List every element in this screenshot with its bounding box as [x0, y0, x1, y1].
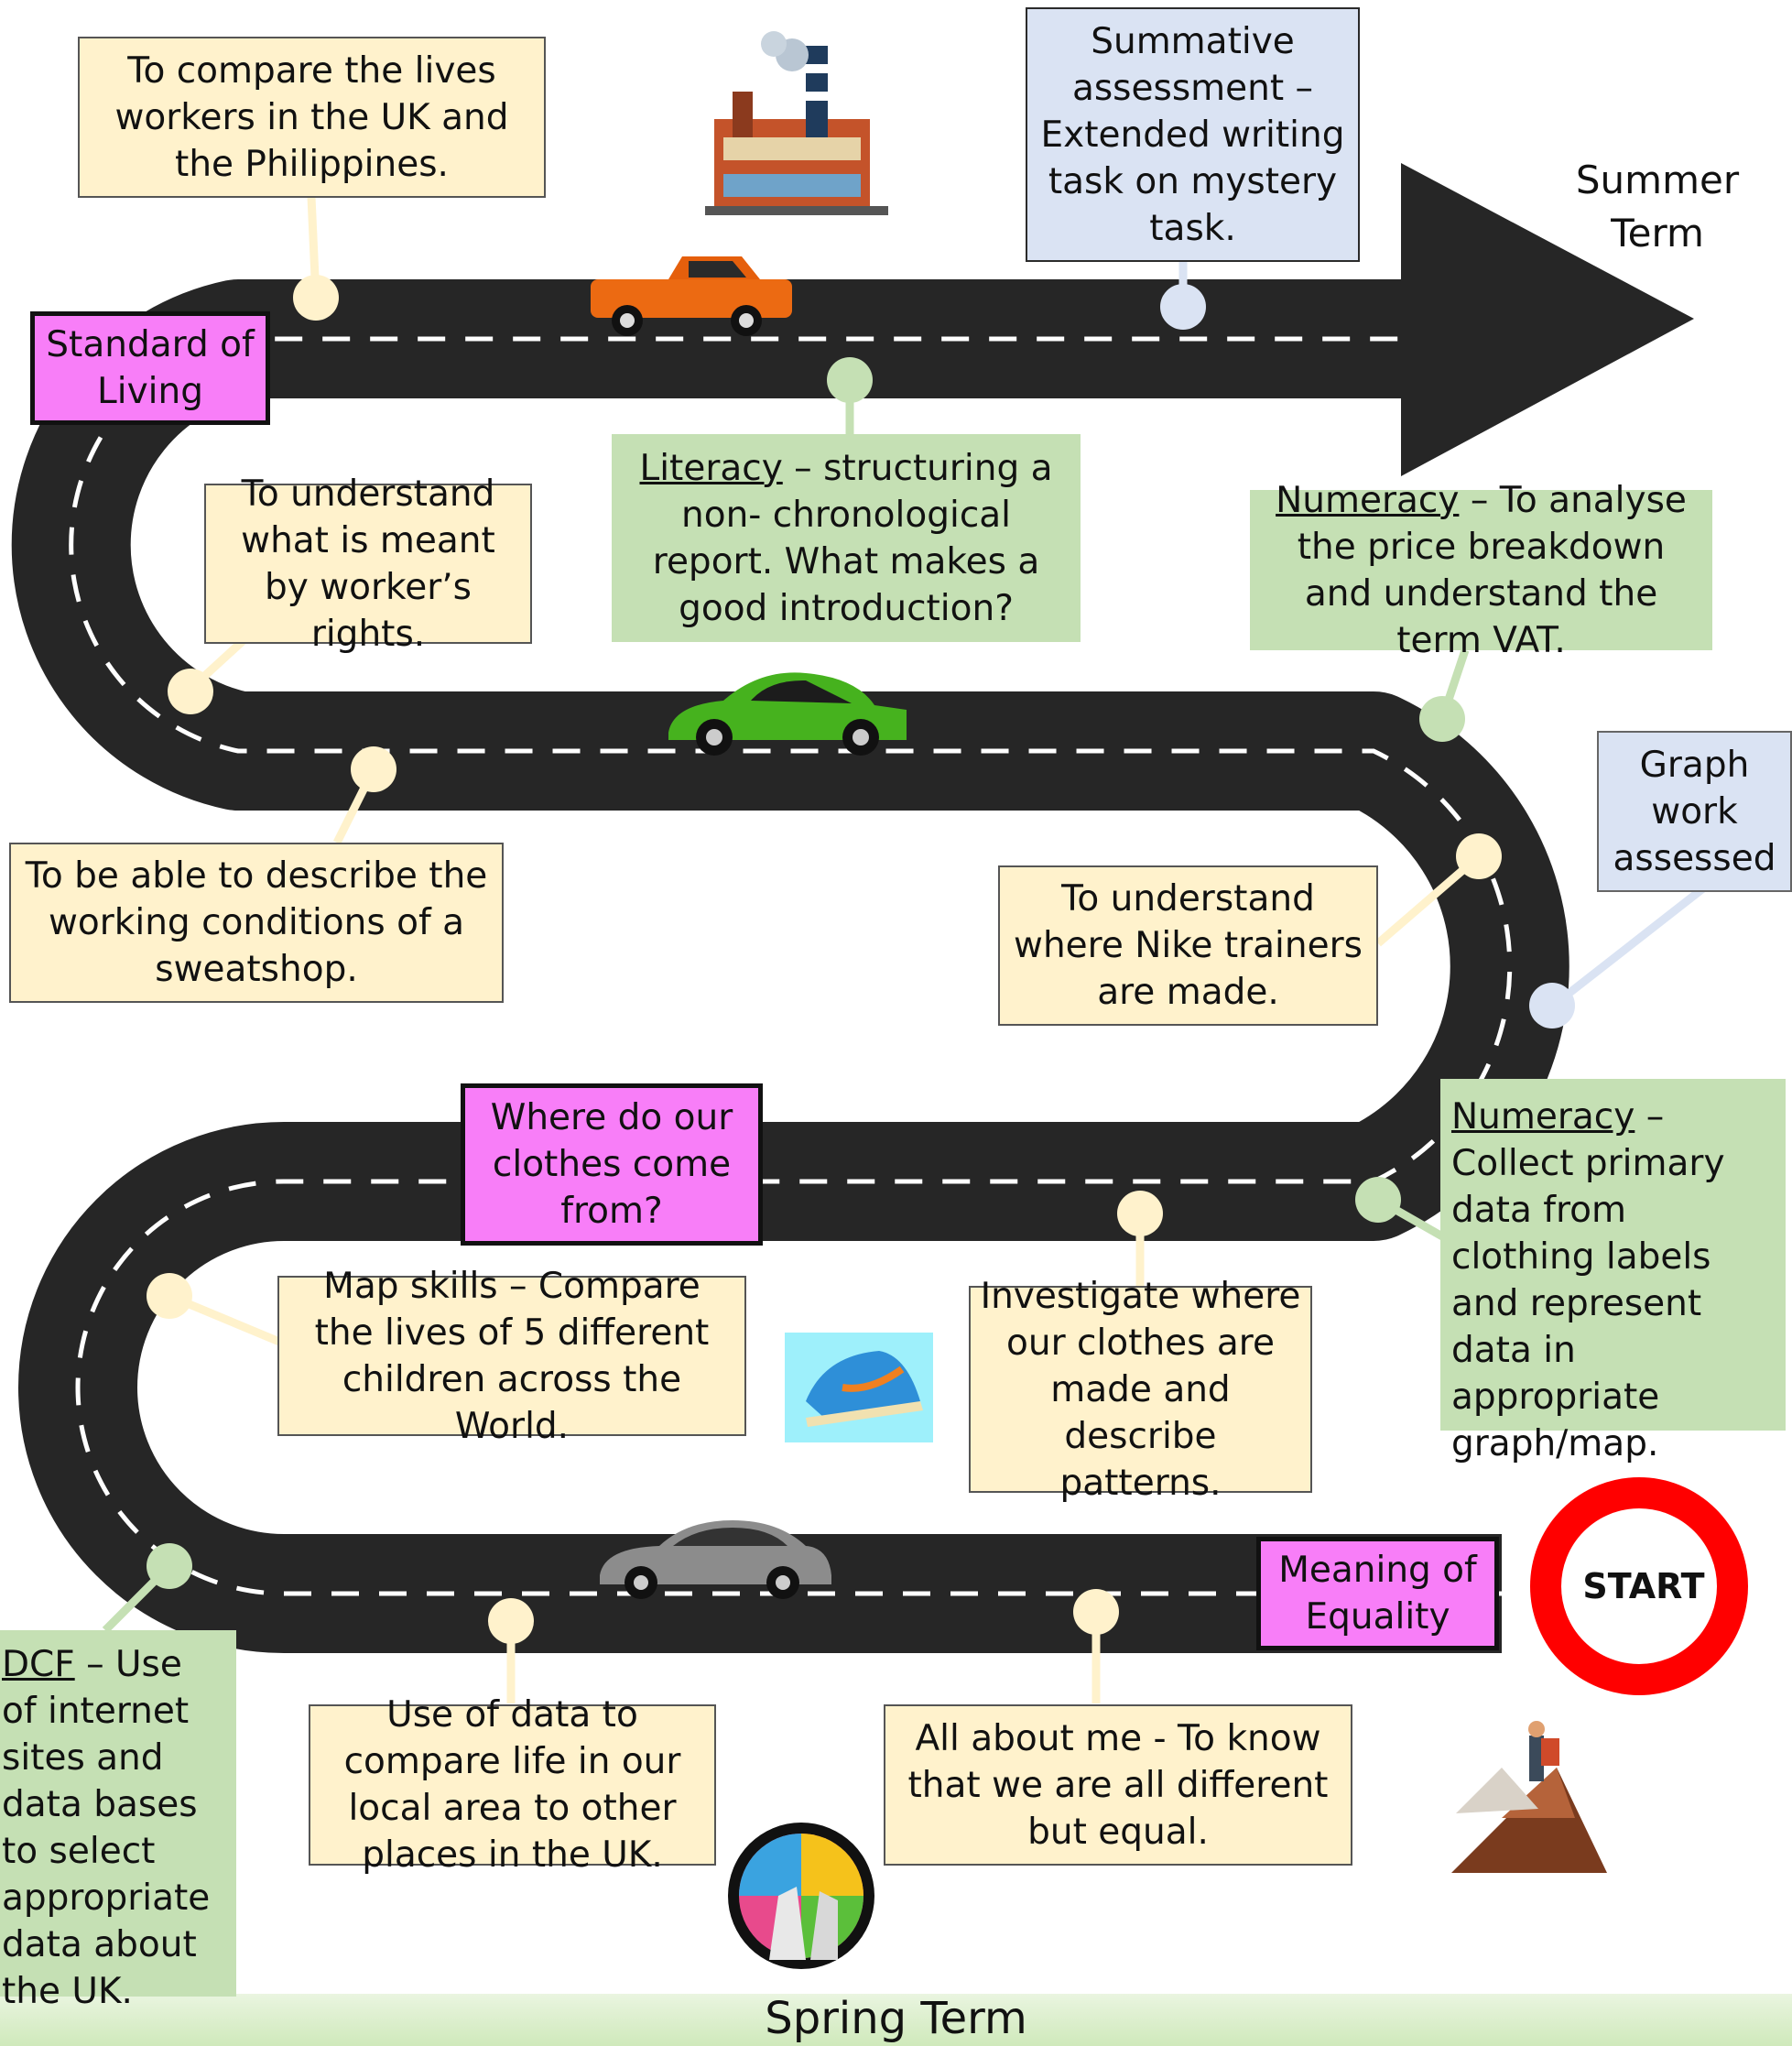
box-numeracy-collect-data: Numeracy – Collect primary data from clo…	[1440, 1079, 1786, 1464]
topic-standard-of-living: Standard of Living	[30, 311, 270, 425]
start-ring	[1530, 1477, 1748, 1695]
box-graph-work-assessed: Graph work assessed	[1597, 731, 1792, 892]
grey-sedan-icon	[600, 1520, 831, 1599]
hands-globe-icon	[728, 1823, 874, 1969]
start-label: START	[1582, 1566, 1705, 1606]
box-nike-trainers: To understand where Nike trainers are ma…	[998, 865, 1378, 1026]
topic-where-clothes-come-from: Where do our clothes come from?	[461, 1083, 763, 1246]
box-compare-lives-workers: To compare the lives workers in the UK a…	[78, 37, 546, 198]
box-literacy: Literacy – structuring a non- chronologi…	[612, 434, 1081, 642]
box-map-skills: Map skills – Compare the lives of 5 diff…	[277, 1266, 746, 1447]
orange-pickup-truck-icon	[591, 256, 792, 336]
green-car-icon	[668, 672, 907, 756]
road-arrow-head	[1401, 163, 1694, 476]
road-center-line	[69, 336, 1513, 1596]
milestone-dots	[147, 275, 1575, 1644]
spring-term-label: Spring Term	[765, 1993, 1027, 2044]
box-summative-assessment: Summative assessment – Extended writing …	[1026, 7, 1360, 262]
summer-term-label: Summer Term	[1575, 158, 1740, 256]
box-dcf: DCF – Use of internet sites and data bas…	[0, 1630, 236, 2012]
box-all-about-me: All about me - To know that we are all d…	[884, 1704, 1352, 1866]
mountain-climber-icon	[1451, 1721, 1607, 1873]
box-sweatshop: To be able to describe the working condi…	[9, 843, 504, 1003]
box-numeracy-vat: Numeracy – To analyse the price breakdow…	[1250, 480, 1712, 661]
box-workers-rights: To understand what is meant by worker’s …	[204, 473, 532, 655]
spring-band	[0, 1994, 1792, 2046]
box-investigate-clothes: Investigate where our clothes are made a…	[969, 1276, 1312, 1504]
factory-icon	[705, 31, 888, 215]
sneaker-icon	[785, 1333, 933, 1442]
topic-meaning-of-equality: Meaning of Equality	[1256, 1537, 1499, 1650]
box-local-area-data: Use of data to compare life in our local…	[309, 1694, 716, 1876]
